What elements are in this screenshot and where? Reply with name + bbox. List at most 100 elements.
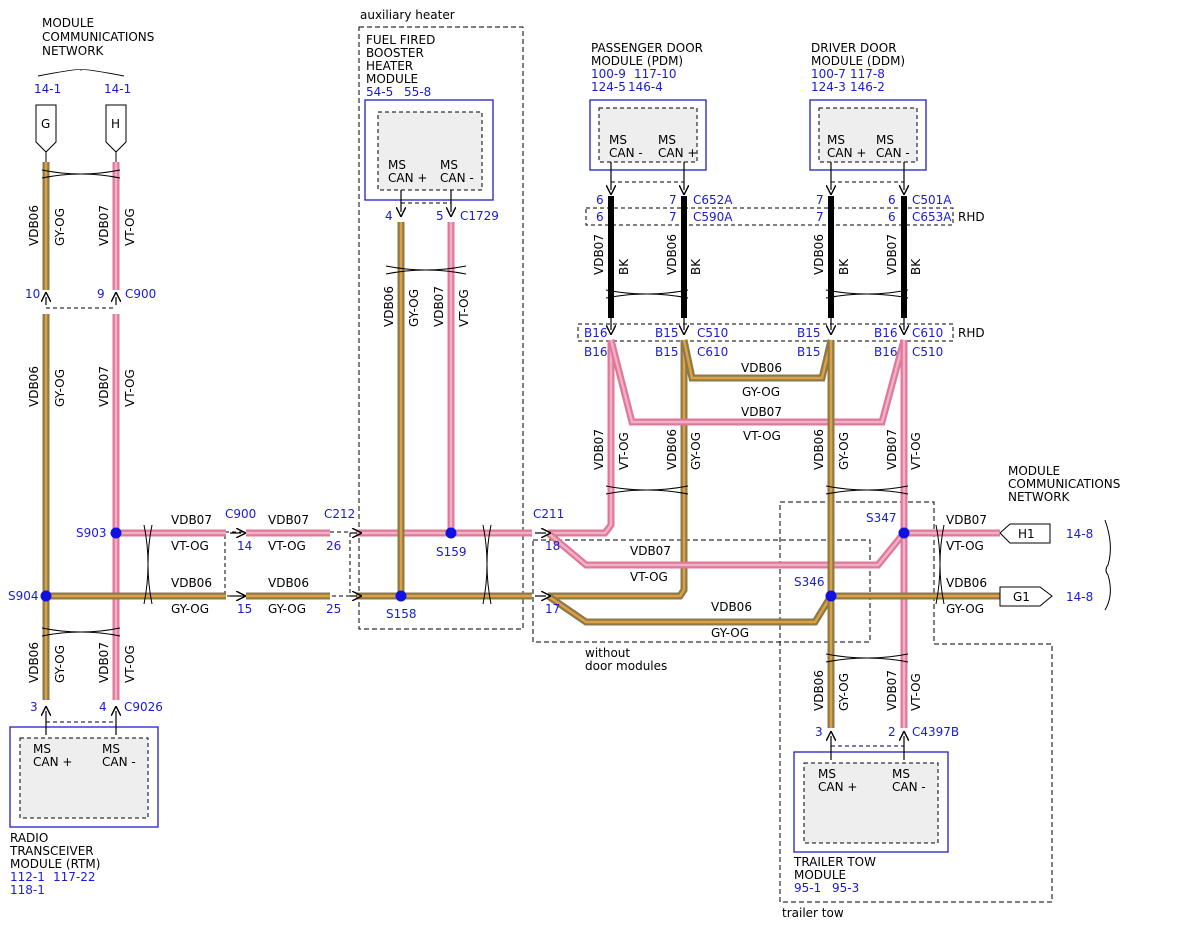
ttm-pin3: 3 bbox=[815, 725, 823, 739]
ttm-can-minus: CAN - bbox=[892, 780, 926, 794]
v-gyog-ttm: GY-OG bbox=[837, 673, 851, 711]
h-vdb06-1: VDB06 bbox=[171, 576, 212, 590]
v-vdb06-ddm-lo: VDB06 bbox=[812, 429, 826, 470]
ddm-name-2: MODULE (DDM) bbox=[811, 54, 905, 68]
v-bk-ddm2: BK bbox=[909, 258, 923, 275]
b15-b2: B15 bbox=[797, 345, 821, 359]
ddm-ms-2: MS bbox=[876, 133, 894, 147]
v-bk-pdm1: BK bbox=[617, 258, 631, 275]
splice-s904 bbox=[40, 590, 52, 602]
rn-title-1: MODULE bbox=[1008, 464, 1060, 478]
door-vtog: VT-OG bbox=[743, 429, 781, 443]
aux-ref-1: 54-5 bbox=[366, 85, 393, 99]
v-vtog-lt: VT-OG bbox=[123, 208, 137, 246]
pdm-conn-b: C590A bbox=[693, 210, 733, 224]
ttm-connector: C4397B bbox=[912, 725, 959, 739]
v-gyog-lm: GY-OG bbox=[53, 369, 67, 407]
rhd-top-box bbox=[585, 207, 954, 226]
s159-label: S159 bbox=[436, 545, 467, 559]
rtm-ref-2: 117-22 bbox=[53, 870, 96, 884]
c610-b: C610 bbox=[697, 345, 728, 359]
ddm-ref-3: 124-3 bbox=[811, 80, 846, 94]
r-vtog: VT-OG bbox=[946, 539, 984, 553]
rtm-pin3: 3 bbox=[30, 700, 38, 714]
b15-a2: B15 bbox=[797, 326, 821, 340]
door-gyog: GY-OG bbox=[742, 385, 780, 399]
v-vdb07-ttm: VDB07 bbox=[885, 670, 899, 711]
ttm-ms-1: MS bbox=[818, 767, 836, 781]
aux-ms-1: MS bbox=[388, 158, 406, 172]
module-leads bbox=[46, 162, 904, 760]
v-bk-ddm1: BK bbox=[837, 258, 851, 275]
ttm-group-label: trailer tow bbox=[782, 906, 844, 920]
rtm-name-2: TRANSCEIVER bbox=[9, 844, 94, 858]
c510-b: C510 bbox=[912, 345, 943, 359]
pin25: 25 bbox=[326, 602, 341, 616]
c900-dashed bbox=[224, 531, 351, 597]
door-vdb07: VDB07 bbox=[741, 405, 782, 419]
tl-ref-h: 14-1 bbox=[104, 82, 131, 96]
aux-can-minus: CAN - bbox=[440, 171, 474, 185]
door-bk-wires bbox=[608, 196, 907, 318]
rtm-ref-1: 112-1 bbox=[10, 870, 45, 884]
rn-title-2: COMMUNICATIONS bbox=[1008, 477, 1120, 491]
aux-heater-group-box bbox=[358, 26, 524, 630]
r-vdb06: VDB06 bbox=[946, 576, 987, 590]
without-door-modules-box bbox=[532, 539, 871, 643]
v-bk-pdm2: BK bbox=[689, 258, 703, 275]
ddm-ref-1: 100-7 bbox=[811, 67, 846, 81]
aux-name-1: FUEL FIRED bbox=[366, 33, 435, 47]
top-left-brace bbox=[37, 69, 125, 77]
flag-h: H bbox=[105, 104, 127, 153]
c900-mid: C900 bbox=[225, 507, 256, 521]
pin18: 18 bbox=[545, 539, 560, 553]
c610-a: C610 bbox=[912, 326, 943, 340]
b15-b1: B15 bbox=[655, 345, 679, 359]
pin17: 17 bbox=[545, 602, 560, 616]
ddm-ms-1: MS bbox=[827, 133, 845, 147]
pdm-pin6a: 6 bbox=[596, 193, 604, 207]
v-vdb06-aux: VDB06 bbox=[382, 286, 396, 327]
splice-s346 bbox=[825, 590, 837, 602]
s347-label: S347 bbox=[866, 511, 897, 525]
pdm-name-2: MODULE (PDM) bbox=[591, 54, 683, 68]
c900-left: C900 bbox=[125, 287, 156, 301]
v-vdb07-aux: VDB07 bbox=[432, 286, 446, 327]
h-vtog-2: VT-OG bbox=[268, 539, 306, 553]
v-vtog-lb: VT-OG bbox=[123, 645, 137, 683]
wd-vtog: VT-OG bbox=[630, 570, 668, 584]
wire-wd-vdb07-stripe bbox=[547, 532, 905, 567]
v-vdb06-lm: VDB06 bbox=[27, 366, 41, 407]
rhd-top: RHD bbox=[958, 210, 985, 224]
v-vdb07-pdm: VDB07 bbox=[592, 234, 606, 275]
h-gyog-2: GY-OG bbox=[268, 602, 306, 616]
pdm-can-plus: CAN + bbox=[658, 146, 697, 160]
pdm-can-minus: CAN - bbox=[609, 146, 643, 160]
v-vtog-ddm-lo: VT-OG bbox=[909, 432, 923, 470]
rtm-can-plus: CAN + bbox=[33, 755, 72, 769]
pin-pair-links bbox=[46, 181, 904, 747]
twist-symbols bbox=[41, 169, 945, 663]
tl-ref-g: 14-1 bbox=[34, 82, 61, 96]
ttm-name-1: TRAILER TOW bbox=[793, 855, 876, 869]
v-vdb07-lt: VDB07 bbox=[97, 205, 111, 246]
aux-can-plus: CAN + bbox=[388, 171, 427, 185]
ddm-conn-a: C501A bbox=[912, 193, 952, 207]
pin14: 14 bbox=[237, 539, 252, 553]
pdm-ms-1: MS bbox=[609, 133, 627, 147]
h-vtog-1: VT-OG bbox=[171, 539, 209, 553]
rtm-pin4: 4 bbox=[99, 700, 107, 714]
rtm-inner bbox=[19, 737, 149, 819]
ddm-pin6a: 6 bbox=[888, 193, 896, 207]
flag-g1: G1 bbox=[999, 586, 1053, 607]
aux-name-3: HEATER bbox=[366, 59, 413, 73]
ddm-pin7b: 7 bbox=[816, 210, 824, 224]
b16-b2: B16 bbox=[874, 345, 898, 359]
wd-vdb07: VDB07 bbox=[630, 544, 671, 558]
aux-pin5: 5 bbox=[436, 209, 444, 223]
pdm-ms-2: MS bbox=[658, 133, 676, 147]
v-gyog-lb: GY-OG bbox=[53, 645, 67, 683]
v-vtog-lm: VT-OG bbox=[123, 369, 137, 407]
rtm-ms-2: MS bbox=[102, 742, 120, 756]
b16-b1: B16 bbox=[584, 345, 608, 359]
